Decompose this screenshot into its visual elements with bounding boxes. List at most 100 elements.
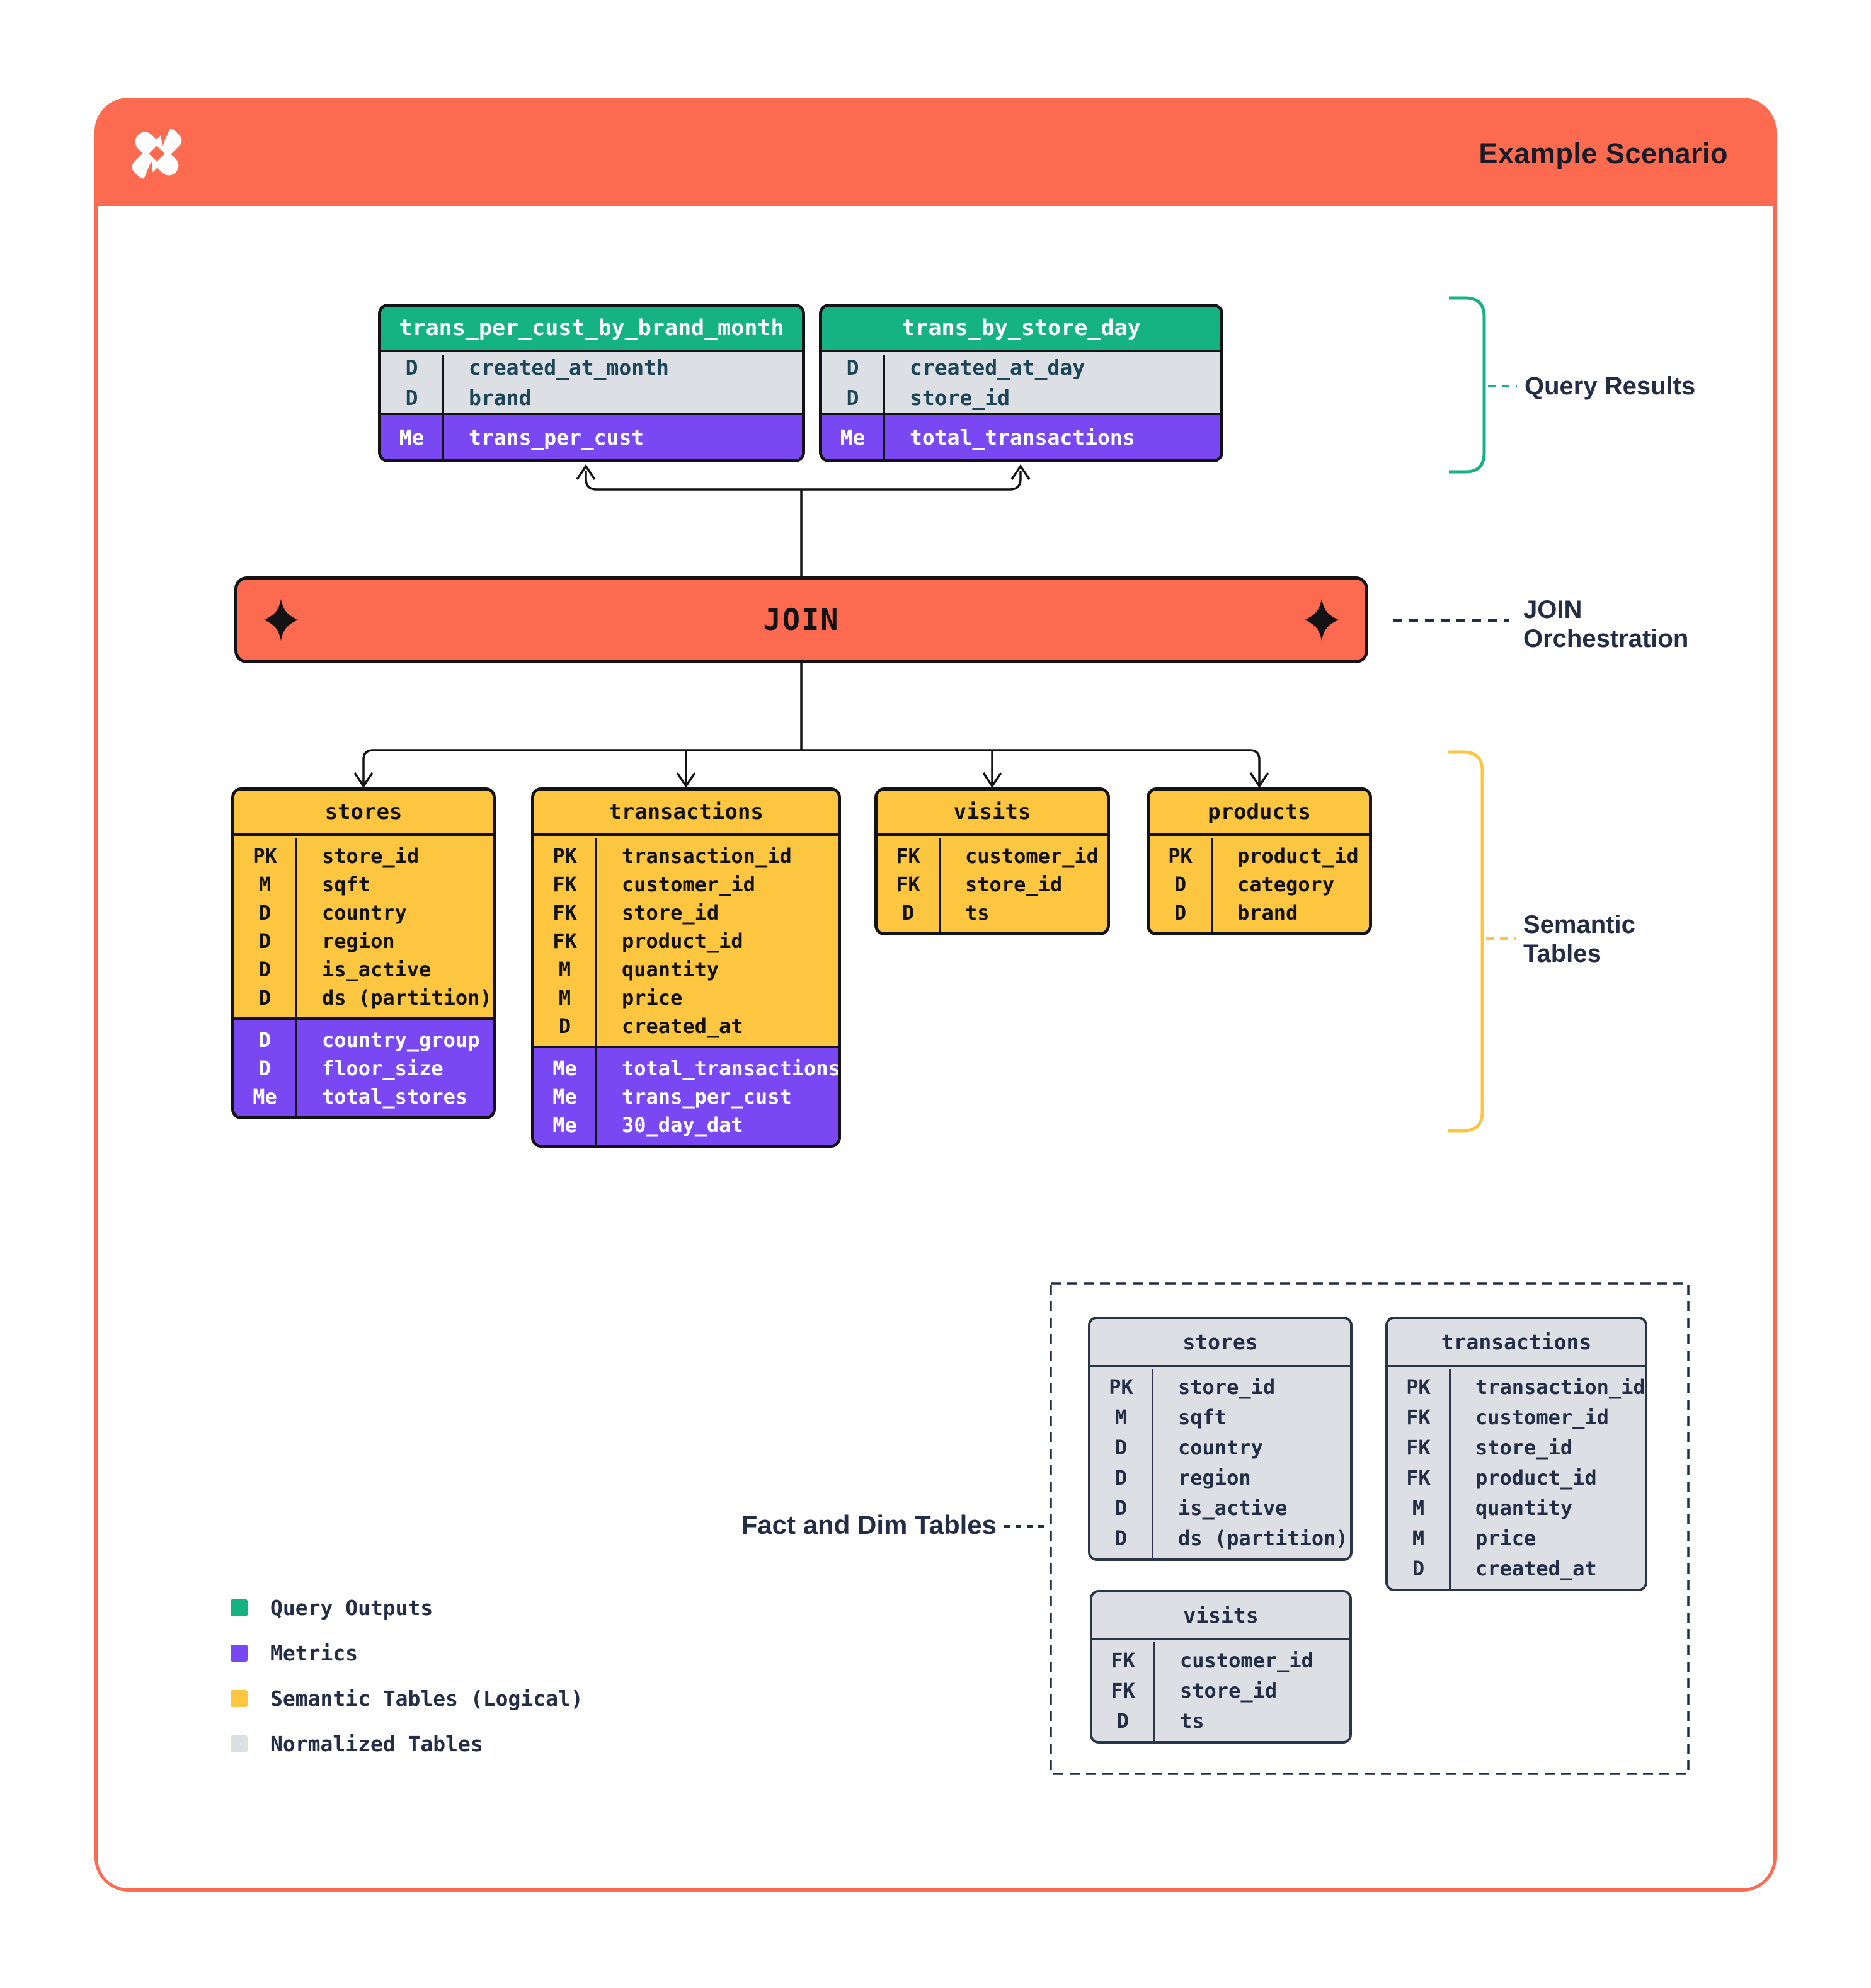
table-title: transactions — [534, 791, 838, 836]
join-orchestration-annotation: JOIN Orchestration — [1523, 595, 1688, 653]
card-header: Example Scenario — [98, 101, 1773, 206]
page-title: Example Scenario — [1479, 137, 1728, 169]
legend-label: Metrics — [270, 1640, 358, 1665]
semantic-tables-annotation: Semantic Tables — [1523, 910, 1635, 968]
table-title: visits — [878, 791, 1107, 836]
table-title: trans_by_store_day — [822, 307, 1220, 352]
table-title: stores — [234, 791, 493, 836]
legend-label: Normalized Tables — [270, 1731, 483, 1756]
annotation-line: JOIN — [1523, 596, 1582, 624]
legend-item-metrics: Metrics — [231, 1640, 583, 1665]
query-results-annotation: Query Results — [1525, 372, 1696, 400]
legend-item-query-outputs: Query Outputs — [231, 1595, 583, 1620]
key-column-divider — [883, 355, 885, 459]
key-column-divider — [939, 838, 941, 932]
annotation-line: Tables — [1523, 940, 1601, 968]
annotation-line: Semantic — [1523, 911, 1635, 939]
legend-label: Query Outputs — [270, 1595, 433, 1620]
table-title: visits — [1092, 1592, 1349, 1640]
key-column-divider — [442, 355, 444, 459]
key-column-divider — [295, 838, 297, 1116]
table-title: stores — [1090, 1319, 1350, 1367]
normalized-tables-swatch — [231, 1735, 248, 1752]
key-column-divider — [595, 838, 597, 1145]
table-title: transactions — [1388, 1319, 1645, 1367]
legend-item-normalized-tables: Normalized Tables — [231, 1731, 583, 1756]
query-outputs-swatch — [231, 1599, 248, 1616]
legend-label: Semantic Tables (Logical) — [270, 1686, 583, 1711]
sparkle-icon — [1305, 599, 1339, 641]
metrics-swatch — [231, 1644, 248, 1662]
key-column-divider — [1152, 1369, 1153, 1558]
sparkle-icon — [264, 599, 298, 641]
legend-item-semantic-tables: Semantic Tables (Logical) — [231, 1686, 583, 1711]
join-label: JOIN — [763, 602, 840, 637]
semantic-tables-swatch — [231, 1689, 248, 1707]
key-column-divider — [1449, 1369, 1451, 1589]
table-title: trans_per_cust_by_brand_month — [381, 307, 802, 352]
table-title: products — [1150, 791, 1369, 836]
join-bar: JOIN — [234, 576, 1368, 663]
annotation-line: Orchestration — [1523, 625, 1689, 653]
key-column-divider — [1211, 838, 1213, 932]
key-column-divider — [1153, 1642, 1155, 1741]
fact-dim-tables-annotation: Fact and Dim Tables — [741, 1510, 997, 1540]
legend: Query Outputs Metrics Semantic Tables (L… — [231, 1595, 583, 1756]
